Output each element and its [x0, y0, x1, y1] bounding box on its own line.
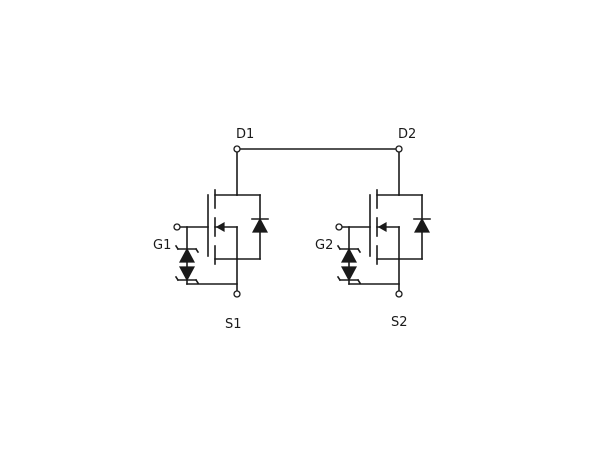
label-s1: S1 [225, 317, 242, 332]
gate-2-network [336, 226, 400, 285]
mosfet-2-body-diode [413, 217, 431, 233]
mosfet-1-channel-arrow [215, 221, 225, 233]
terminal-d2 [395, 145, 403, 153]
gate-2-zener-lower [340, 266, 358, 282]
label-s2: S2 [391, 315, 408, 330]
gate-2-zener-upper [340, 247, 358, 263]
label-g2: G2 [315, 238, 333, 253]
terminal-d1 [233, 145, 241, 153]
label-g1: G1 [153, 238, 171, 253]
terminal-s1 [233, 290, 241, 298]
gate-1-zener-upper [178, 247, 196, 263]
terminal-g2 [335, 223, 343, 231]
label-d1: D1 [236, 127, 254, 142]
terminal-s2 [395, 290, 403, 298]
gate-1-zener-lower [178, 266, 196, 282]
mosfet-2 [369, 148, 431, 292]
terminal-g1 [173, 223, 181, 231]
mosfet-1-body-diode [251, 217, 269, 233]
mosfet-1 [207, 148, 269, 292]
mosfet-2-channel-arrow [377, 221, 387, 233]
gate-1-network [174, 226, 238, 285]
label-d2: D2 [398, 127, 416, 142]
